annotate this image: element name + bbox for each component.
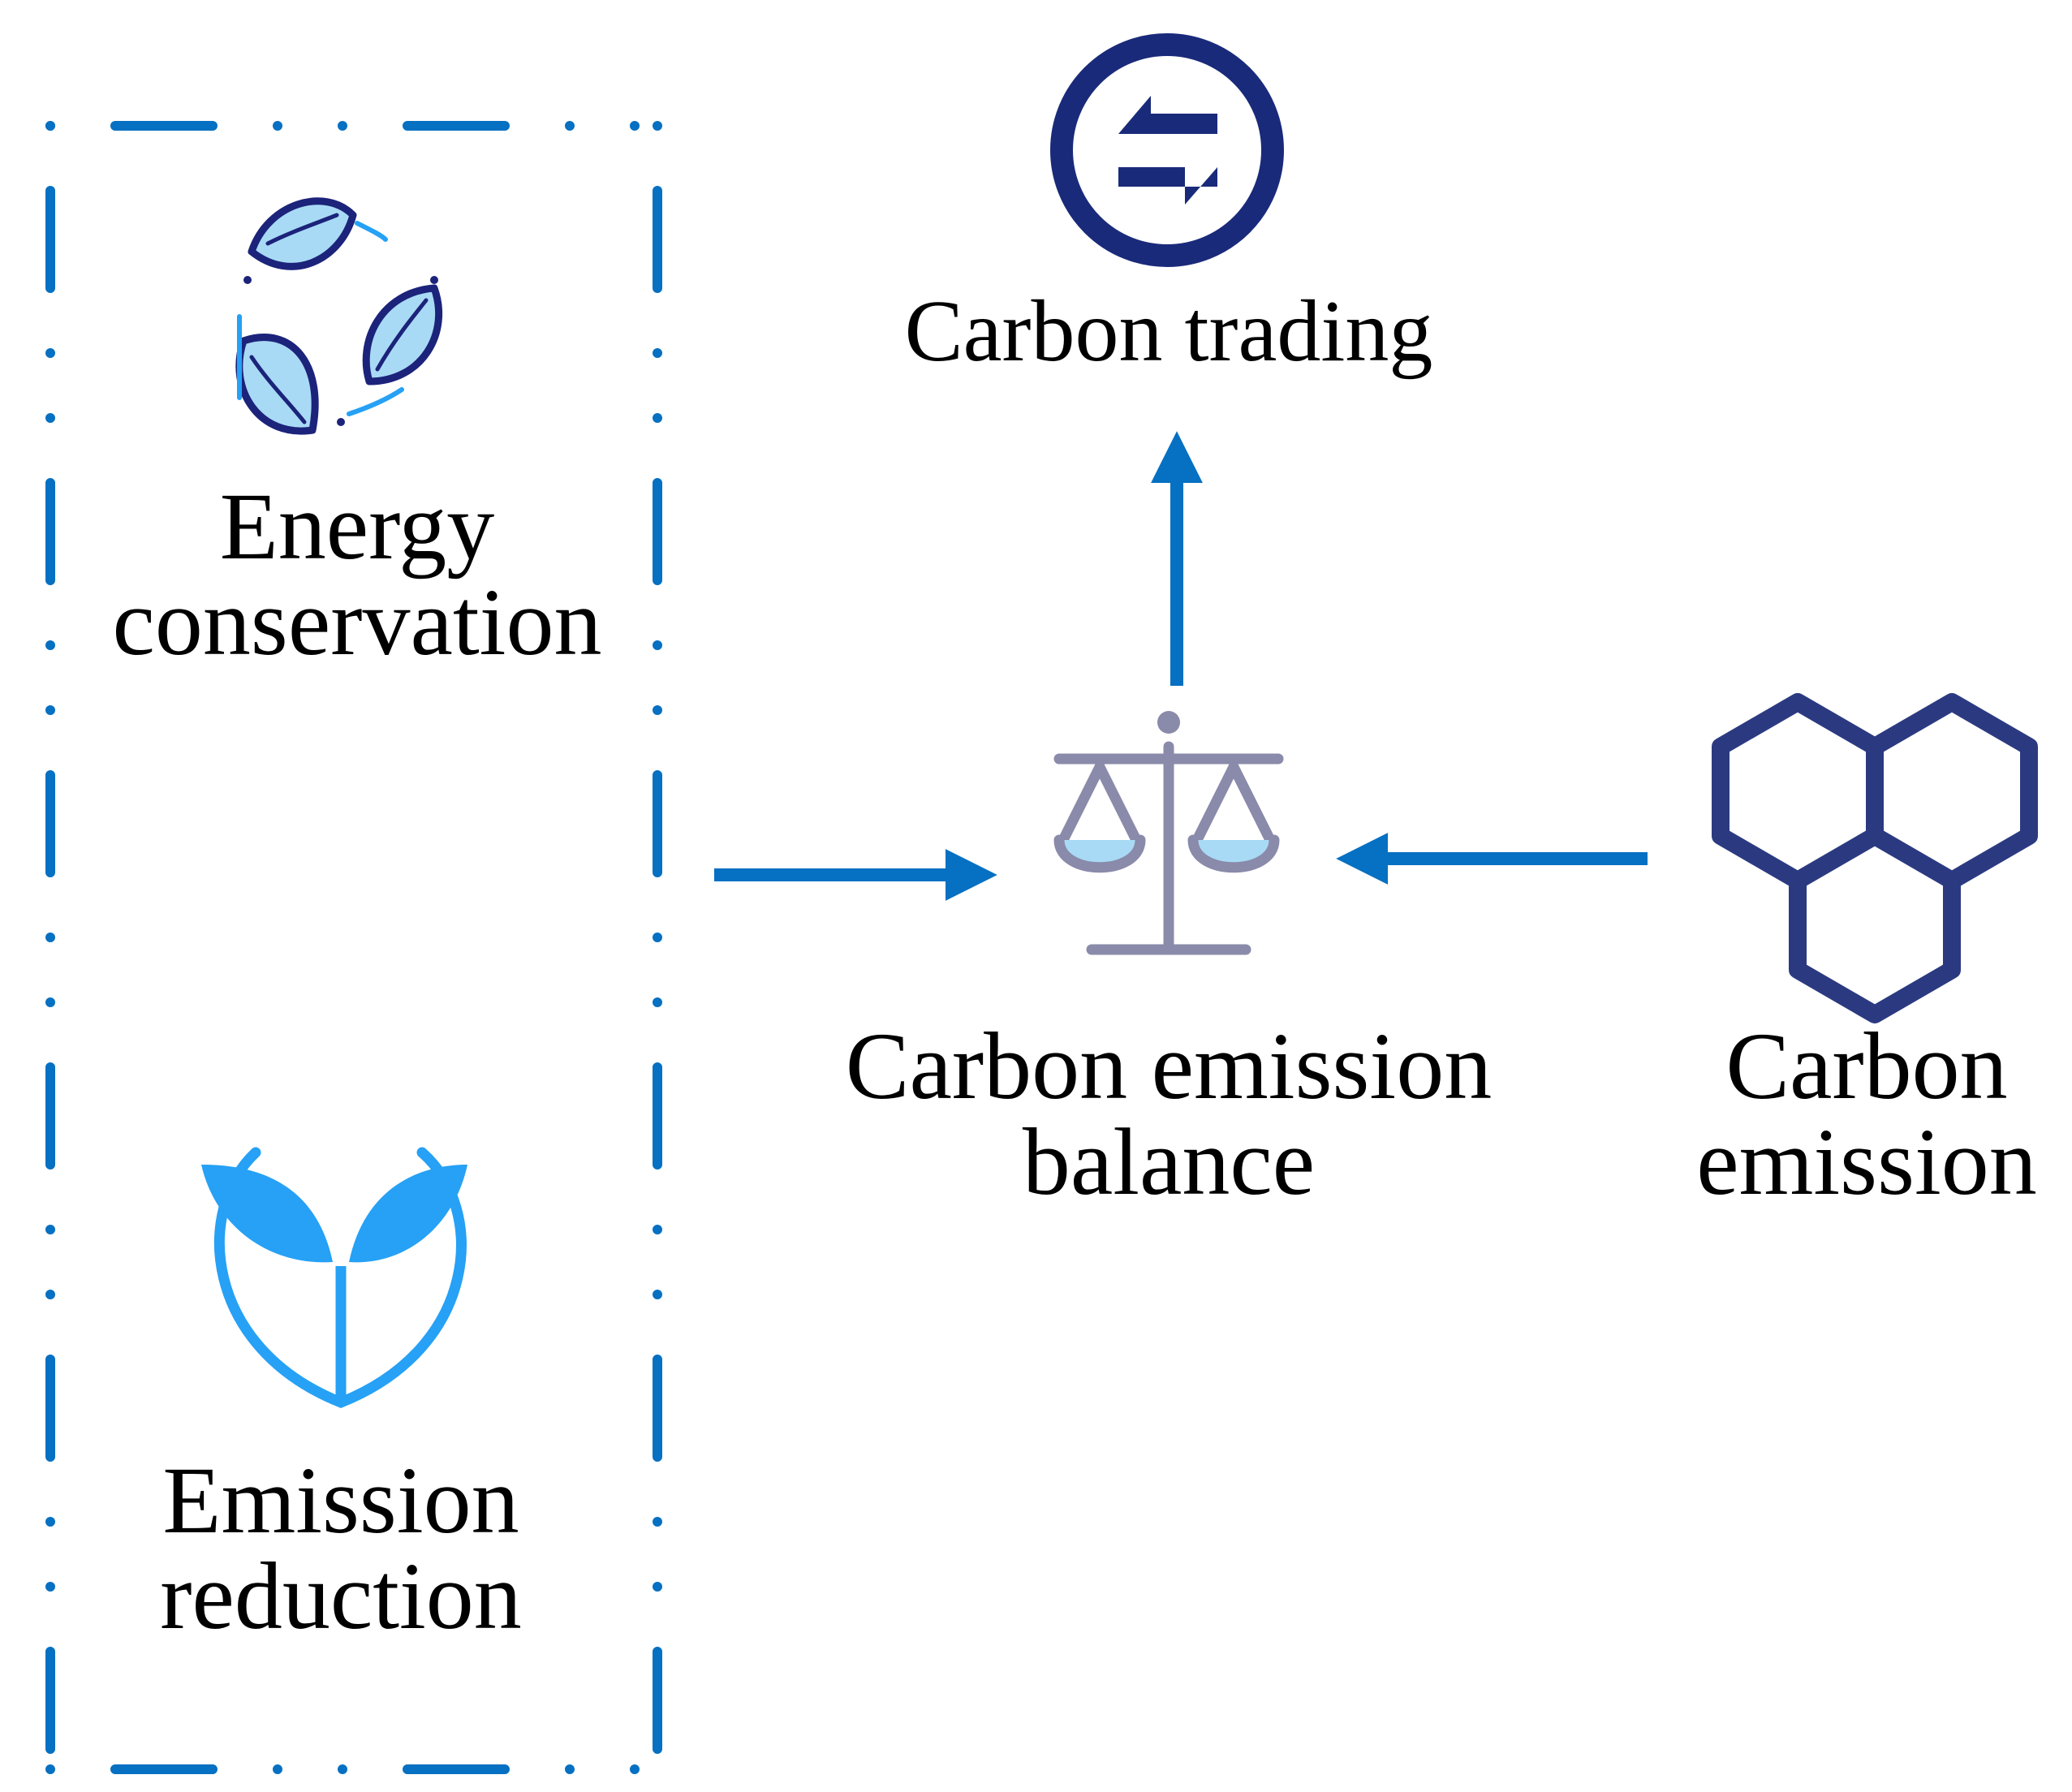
emission-reduction-label: Emission reduction [57, 1453, 625, 1644]
group-box [45, 121, 662, 1774]
scale-icon [1053, 711, 1284, 955]
carbon-emission-balance-line-1: Carbon emission [845, 1013, 1493, 1119]
emission-reduction-line-2: reduction [160, 1543, 522, 1649]
energy-conservation-label: Energy conservation [73, 479, 641, 670]
energy-conservation-line-1: Energy [219, 473, 495, 579]
leaves-cycle-icon [235, 197, 443, 435]
exchange-arrows-icon [1050, 33, 1284, 267]
carbon-trading-label: Carbon trading [844, 288, 1493, 376]
carbon-emission-label: Carbon emission [1664, 1019, 2070, 1210]
carbon-emission-balance-label: Carbon emission balance [779, 1019, 1558, 1210]
carbon-emission-line-2: emission [1696, 1109, 2037, 1215]
carbon-emission-line-1: Carbon [1725, 1013, 2008, 1119]
sprout-icon [201, 1147, 467, 1409]
energy-conservation-line-2: conservation [112, 569, 602, 675]
hexagons-icon [1712, 693, 2038, 1023]
emission-reduction-line-1: Emission [162, 1447, 519, 1553]
carbon-trading-line-1: Carbon trading [904, 283, 1433, 380]
carbon-emission-balance-line-2: balance [1022, 1109, 1316, 1215]
